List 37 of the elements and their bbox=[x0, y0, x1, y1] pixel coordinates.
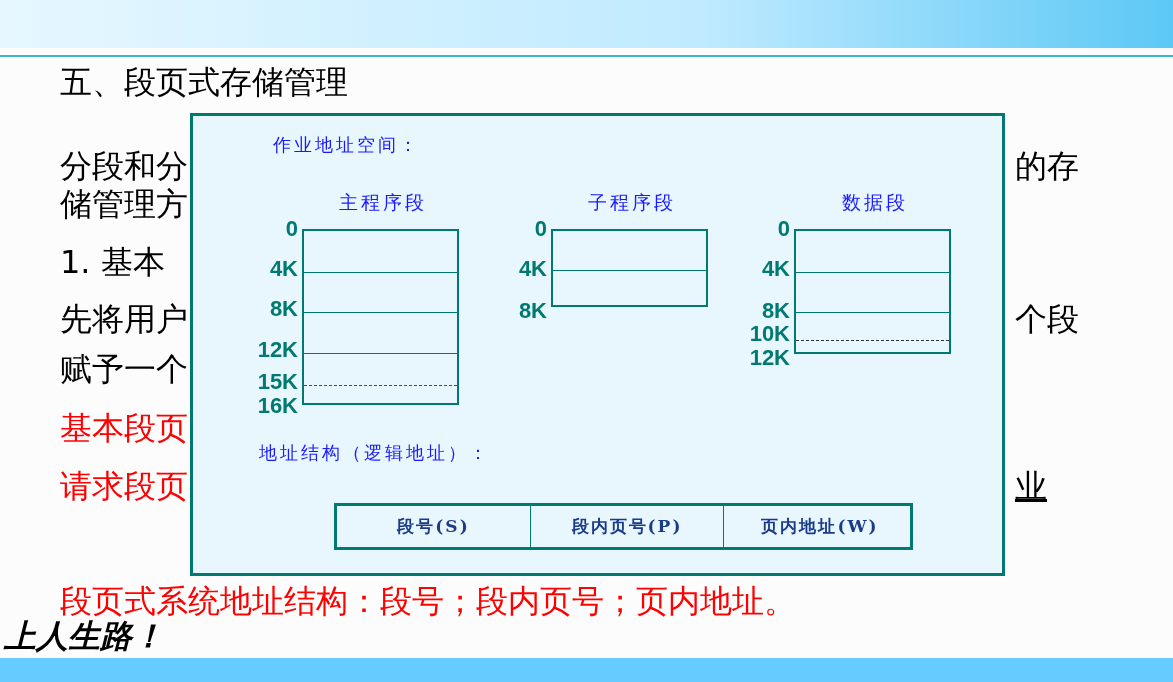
body-text: 1. 基本 bbox=[60, 246, 165, 278]
tick-label: 4K bbox=[518, 258, 547, 280]
panel-heading: 地址结构（逻辑地址）： bbox=[259, 444, 490, 462]
panel-heading: 作业地址空间： bbox=[273, 136, 420, 154]
table-cell: 页内地址(W) bbox=[723, 506, 916, 547]
tick-label: 8K bbox=[518, 300, 547, 322]
tick-label: 15K bbox=[257, 371, 298, 393]
tick-label: 8K bbox=[269, 298, 298, 320]
body-text: 赋予一个 bbox=[60, 353, 188, 385]
tick-label: 0 bbox=[534, 218, 547, 240]
address-table bbox=[334, 503, 913, 550]
summary-text: 段页式系统地址结构：段号；段内页号；页内地址。 bbox=[60, 585, 796, 617]
segment-heading: 子程序段 bbox=[586, 193, 677, 212]
segment-heading: 数据段 bbox=[840, 193, 909, 212]
tick-label: 0 bbox=[777, 218, 790, 240]
slogan-text: 上人生路！ bbox=[4, 620, 164, 652]
tick-label: 0 bbox=[285, 218, 298, 240]
tick-label: 10K bbox=[749, 323, 790, 345]
body-text: 储管理方 bbox=[60, 188, 188, 220]
tick-label: 4K bbox=[269, 258, 298, 280]
tick-label: 8K bbox=[761, 300, 790, 322]
popup-panel bbox=[190, 113, 1005, 576]
tick-label: 16K bbox=[257, 395, 298, 417]
body-text: 基本段页 bbox=[60, 412, 188, 444]
body-text: 的存 bbox=[1015, 150, 1079, 182]
body-text: 先将用户 bbox=[60, 303, 188, 335]
body-text: 业 bbox=[1015, 470, 1047, 502]
body-text: 分段和分 bbox=[60, 150, 188, 182]
tick-label: 4K bbox=[761, 258, 790, 280]
tick-label: 12K bbox=[257, 339, 298, 361]
tick-label: 12K bbox=[749, 347, 790, 369]
slide-title: 五、段页式存储管理 bbox=[60, 66, 348, 98]
body-text: 个段 bbox=[1015, 303, 1079, 335]
table-cell: 段内页号(P) bbox=[530, 506, 723, 547]
segment-heading: 主程序段 bbox=[337, 193, 428, 212]
table-cell: 段号(S) bbox=[337, 506, 530, 547]
body-text: 请求段页 bbox=[60, 470, 188, 502]
